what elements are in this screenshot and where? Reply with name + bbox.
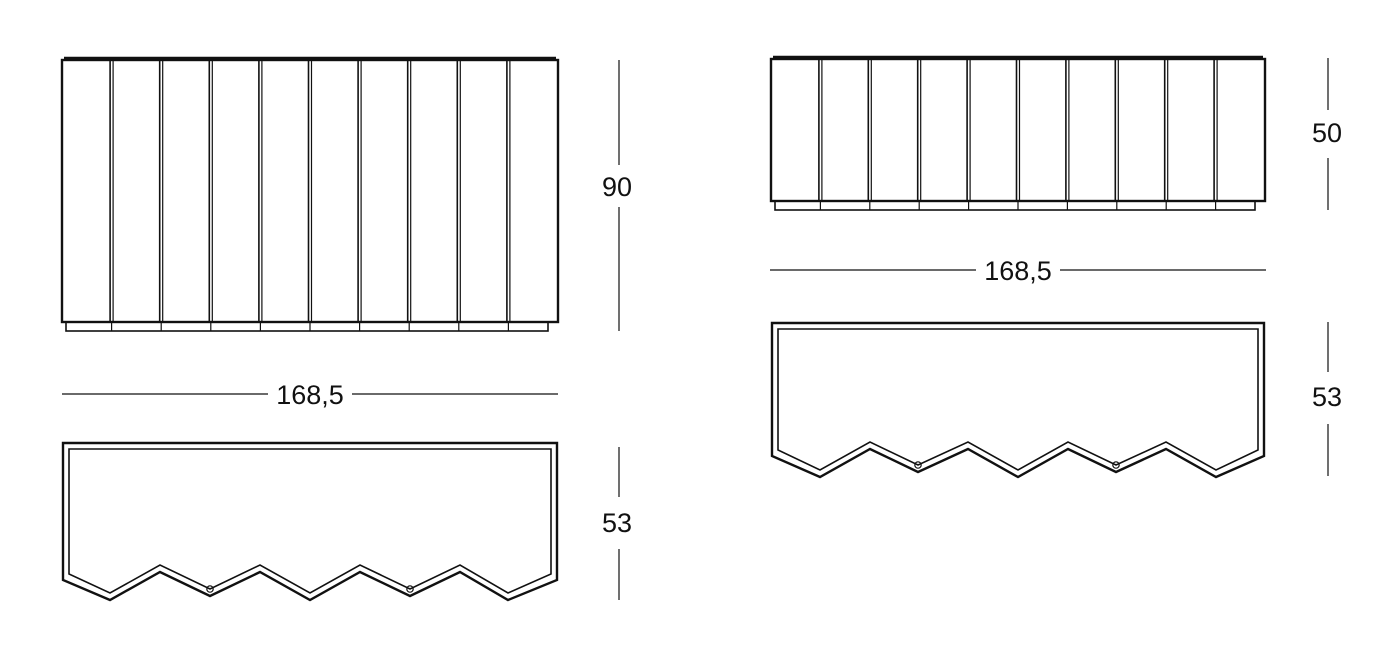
tall-plan-view bbox=[61, 441, 559, 602]
tall-height-dimension: 90 bbox=[602, 60, 632, 331]
low-plinth-ticks bbox=[819, 201, 1217, 210]
leg-knob bbox=[1112, 461, 1120, 469]
low-height-label: 50 bbox=[1312, 118, 1342, 148]
low-plan-view bbox=[770, 321, 1266, 479]
low-width-dimension: 168,5 bbox=[770, 256, 1266, 286]
tall-plinth bbox=[65, 321, 549, 332]
tall-height-label: 90 bbox=[602, 172, 632, 202]
low-depth-dimension: 53 bbox=[1312, 322, 1342, 476]
low-front-outline bbox=[769, 57, 1267, 203]
tall-width-label: 168,5 bbox=[276, 380, 344, 410]
tall-front-elevation bbox=[60, 56, 560, 332]
tall-front-outline bbox=[60, 58, 560, 324]
tall-depth-dimension: 53 bbox=[602, 447, 632, 600]
tall-width-dimension: 168,5 bbox=[62, 380, 558, 410]
low-height-dimension: 50 bbox=[1312, 58, 1342, 210]
tall-panel-dividers bbox=[109, 60, 511, 322]
leg-knob bbox=[406, 585, 414, 593]
low-front-elevation bbox=[769, 55, 1267, 211]
leg-knob bbox=[914, 461, 922, 469]
low-width-label: 168,5 bbox=[984, 256, 1052, 286]
leg-knob bbox=[206, 585, 214, 593]
tall-plinth-ticks bbox=[110, 322, 509, 331]
tall-depth-label: 53 bbox=[602, 508, 632, 538]
low-panel-dividers bbox=[818, 59, 1218, 201]
low-plinth bbox=[774, 200, 1256, 211]
low-depth-label: 53 bbox=[1312, 382, 1342, 412]
